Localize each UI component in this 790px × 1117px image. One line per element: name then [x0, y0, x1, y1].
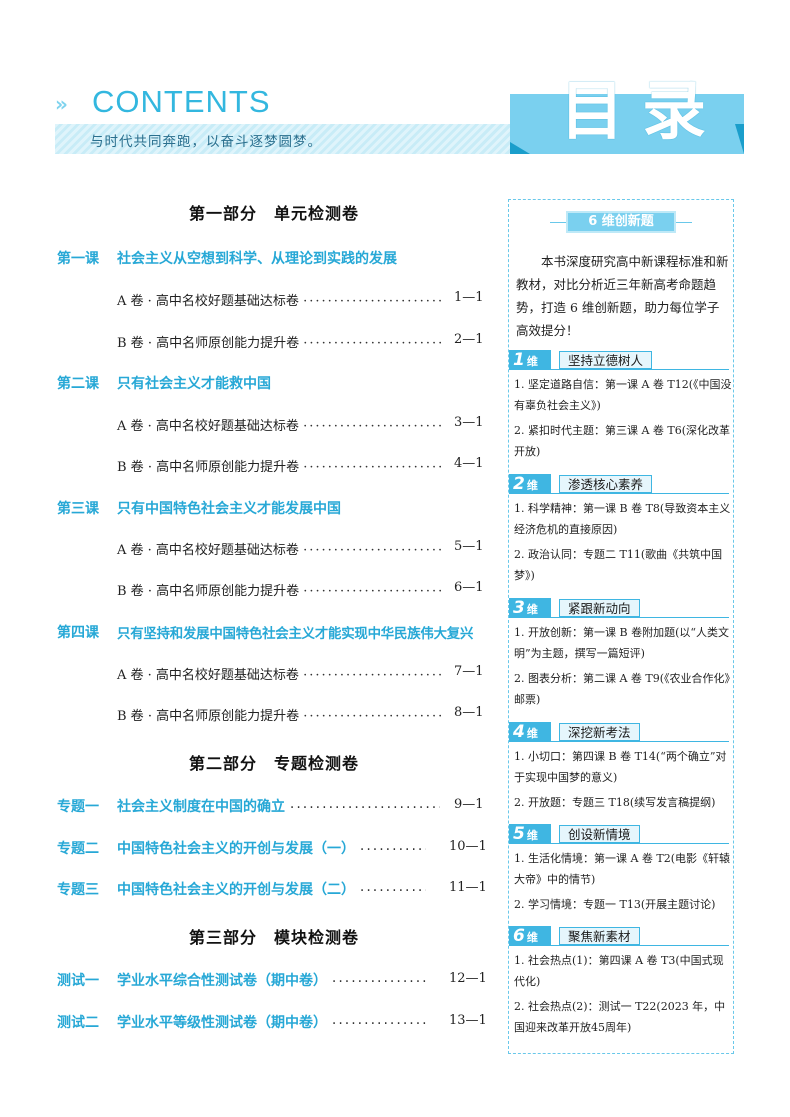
page-title: 目录: [560, 75, 724, 149]
part-title: 第二部分 专题检测卷: [189, 754, 360, 773]
topic-title[interactable]: 社会主义制度在中国的确立 ···························…: [117, 799, 440, 816]
test-title[interactable]: 学业水平等级性测试卷（期中卷） ························…: [117, 1015, 428, 1032]
toc-entry[interactable]: A 卷 · 高中名校好题基础达标卷 ······················…: [117, 543, 443, 558]
dimension-item: 1. 小切口：第四课 B 卷 T14(“两个确立”对于实现中国梦的意义): [514, 750, 727, 784]
sidebar-intro: 本书深度研究高中新课程标准和新教材，对比分析近三年新高考命题趋势，打造 6 维创…: [516, 254, 729, 338]
dimension-label: 聚焦新素材: [559, 927, 640, 945]
lesson-title[interactable]: 只有坚持和发展中国特色社会主义才能实现中华民族伟大复兴: [117, 627, 474, 642]
sidebar-heading: 6 维创新题: [550, 211, 692, 233]
toc-entry[interactable]: B 卷 · 高中名师原创能力提升卷 ······················…: [117, 584, 443, 599]
dimension-label: 紧跟新动向: [559, 599, 640, 617]
contents-heading: CONTENTS: [92, 84, 271, 119]
dimension-item: 2. 学习情境：专题一 T13(开展主题讨论): [514, 898, 716, 911]
dimension-label: 深挖新考法: [559, 723, 640, 741]
toc-entry[interactable]: B 卷 · 高中名师原创能力提升卷 ······················…: [117, 709, 443, 724]
lesson-number: 第一课: [57, 251, 99, 267]
toc-entry[interactable]: B 卷 · 高中名师原创能力提升卷 ······················…: [117, 336, 443, 351]
lesson-title[interactable]: 只有社会主义才能救中国: [117, 376, 271, 392]
part-title: 第一部分 单元检测卷: [189, 204, 360, 223]
topic-number: 专题一: [57, 799, 99, 815]
dimension-item: 1. 坚定道路自信：第一课 A 卷 T12(《中国没有辜负社会主义》): [514, 378, 732, 412]
topic-title[interactable]: 中国特色社会主义的开创与发展（二） ······················…: [117, 882, 426, 899]
title-banner: [510, 64, 744, 154]
toc-entry[interactable]: B 卷 · 高中名师原创能力提升卷 ······················…: [117, 460, 443, 475]
toc-entry[interactable]: A 卷 · 高中名校好题基础达标卷 ······················…: [117, 294, 443, 309]
test-title[interactable]: 学业水平综合性测试卷（期中卷） ························…: [117, 973, 428, 990]
dimension-item: 2. 政治认同：专题二 T11(歌曲《共筑中国梦》): [514, 548, 723, 582]
page-number: 1—1: [454, 290, 484, 305]
dimension-item: 2. 社会热点(2)：测试一 T22(2023 年，中国迎来改革开放45周年): [514, 1000, 726, 1034]
dimension-item: 1. 社会热点(1)：第四课 A 卷 T3(中国式现代化): [514, 954, 724, 988]
toc-entry[interactable]: A 卷 · 高中名校好题基础达标卷 ······················…: [117, 668, 443, 683]
test-number: 测试二: [57, 1015, 99, 1031]
dimension-item: 2. 图表分析：第二课 A 卷 T9(《农业合作化》邮票): [514, 672, 731, 706]
toc-entry[interactable]: A 卷 · 高中名校好题基础达标卷 ······················…: [117, 419, 443, 434]
page-number: 9—1: [454, 797, 484, 812]
lesson-number: 第三课: [57, 501, 99, 517]
title-banner-shape: [510, 94, 744, 154]
lesson-number: 第二课: [57, 376, 99, 392]
part-title: 第三部分 模块检测卷: [189, 928, 360, 947]
test-number: 测试一: [57, 973, 99, 989]
page-number: 3—1: [454, 415, 484, 430]
page-number: 12—1: [449, 971, 487, 986]
dimension-label: 坚持立德树人: [559, 351, 653, 369]
innovation-sidebar: [508, 199, 734, 1054]
page-number: 8—1: [454, 705, 484, 720]
slogan-banner: [55, 124, 525, 154]
dimension-item: 2. 开放题：专题三 T18(续写发言稿提纲): [514, 796, 716, 809]
lesson-title[interactable]: 社会主义从空想到科学、从理论到实践的发展: [117, 251, 397, 267]
page-number: 13—1: [449, 1013, 487, 1028]
page-number: 7—1: [454, 664, 484, 679]
page-number: 2—1: [454, 332, 484, 347]
slogan-text: 与时代共同奔跑，以奋斗逐梦圆梦。: [90, 134, 322, 150]
lesson-number: 第四课: [57, 625, 99, 641]
page-number: 11—1: [449, 880, 487, 895]
chevron-icon: »: [55, 92, 68, 116]
dimension-item: 1. 开放创新：第一课 B 卷附加题(以“人类文明”为主题，撰写一篇短评): [514, 626, 729, 660]
dimension-label: 渗透核心素养: [559, 475, 653, 493]
dimension-item: 1. 生活化情境：第一课 A 卷 T2(电影《轩辕大帝》中的情节): [514, 852, 731, 886]
lesson-title[interactable]: 只有中国特色社会主义才能发展中国: [117, 501, 341, 517]
page-number: 5—1: [454, 539, 484, 554]
dimension-item: 1. 科学精神：第一课 B 卷 T8(导致资本主义经济危机的直接原因): [514, 502, 731, 536]
topic-title[interactable]: 中国特色社会主义的开创与发展（一） ······················…: [117, 841, 426, 858]
dimension-label: 创设新情境: [559, 825, 640, 843]
dimension-item: 2. 紧扣时代主题：第三课 A 卷 T6(深化改革开放): [514, 424, 731, 458]
topic-number: 专题二: [57, 841, 99, 857]
topic-number: 专题三: [57, 882, 99, 898]
page-number: 10—1: [449, 839, 487, 854]
page-number: 6—1: [454, 580, 484, 595]
page-number: 4—1: [454, 456, 484, 471]
